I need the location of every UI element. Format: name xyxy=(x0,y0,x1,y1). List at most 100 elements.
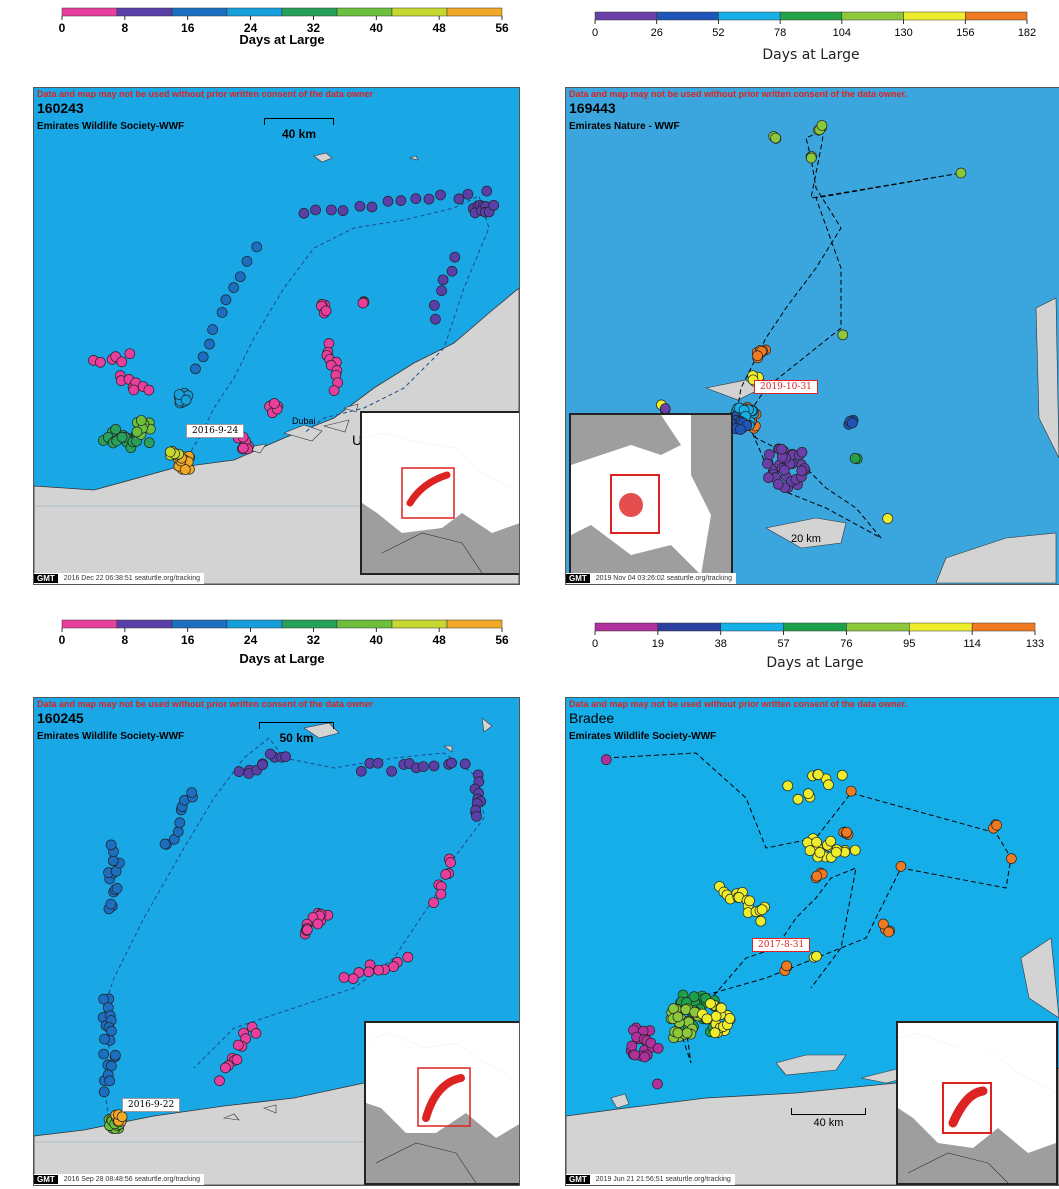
map-panel-bradee[interactable]: Data and map may not be used without pri… xyxy=(565,697,1059,1186)
inset-map xyxy=(896,1021,1058,1185)
colorbar-tick-label: 56 xyxy=(495,633,509,647)
location-marker xyxy=(174,817,186,829)
location-marker xyxy=(802,788,814,799)
location-marker xyxy=(436,285,447,297)
location-marker xyxy=(417,761,429,772)
location-marker xyxy=(250,1028,262,1039)
colorbar-tick-label: 0 xyxy=(592,27,598,39)
colorbar-segment xyxy=(783,622,847,632)
colorbar-segment xyxy=(336,619,393,629)
location-marker xyxy=(681,1027,693,1039)
location-marker xyxy=(110,424,122,435)
scale-label: 20 km xyxy=(791,533,821,545)
scale-bar: 40 km xyxy=(264,118,334,141)
location-marker xyxy=(652,1078,663,1090)
colorbar-segment xyxy=(61,7,118,17)
colorbar-tick-label: 104 xyxy=(833,27,851,39)
colorbar-tick-label: 19 xyxy=(652,638,664,650)
colorbar-segment xyxy=(720,622,784,632)
location-marker xyxy=(811,836,822,848)
colorbar-segment xyxy=(594,11,657,21)
location-marker xyxy=(429,299,440,311)
colorbar-segment xyxy=(281,619,338,629)
location-marker xyxy=(106,1025,117,1037)
date-label: 2019-10-31 xyxy=(754,380,818,394)
scale-label: 40 km xyxy=(813,1117,844,1129)
colorbar-tick-label: 32 xyxy=(307,633,321,647)
location-marker xyxy=(762,458,773,469)
map-panel-160243[interactable]: Data and map may not be used without pri… xyxy=(33,87,520,585)
colorbar-tick-label: 8 xyxy=(122,21,129,35)
colorbar-tick-label: 0 xyxy=(59,633,66,647)
colorbar-segment xyxy=(657,622,721,632)
location-marker xyxy=(782,780,794,792)
colorbar-segment xyxy=(171,7,228,17)
data-disclaimer: Data and map may not be used without pri… xyxy=(37,699,374,709)
location-marker xyxy=(320,305,332,317)
location-marker xyxy=(705,998,716,1009)
location-marker xyxy=(347,973,359,984)
colorbar-segment xyxy=(61,619,118,629)
colorbar-tick-label: 0 xyxy=(59,21,66,35)
scale-bar: 40 km xyxy=(791,1108,866,1129)
colorbar-segment xyxy=(656,11,719,21)
location-marker xyxy=(280,751,291,763)
location-marker xyxy=(135,415,147,426)
location-marker xyxy=(232,1039,244,1051)
location-marker xyxy=(847,417,858,429)
data-owner: Emirates Wildlife Society-WWF xyxy=(37,731,185,742)
location-marker xyxy=(437,274,449,286)
date-label: 2016-9-24 xyxy=(186,424,245,438)
location-marker xyxy=(220,294,232,306)
location-marker xyxy=(301,924,313,936)
colorbar-segment xyxy=(903,11,966,21)
location-marker xyxy=(805,152,817,164)
location-marker xyxy=(645,1037,657,1049)
location-marker xyxy=(186,787,198,798)
location-marker xyxy=(312,918,324,930)
location-marker xyxy=(337,205,349,217)
map-169443[interactable] xyxy=(566,88,1059,584)
location-marker xyxy=(445,857,456,868)
location-marker xyxy=(639,1051,651,1063)
location-marker xyxy=(107,855,119,866)
location-marker xyxy=(626,1040,638,1052)
data-owner: Emirates Nature - WWF xyxy=(569,121,680,132)
footer-text: 2019 Nov 04 03:26:02 seaturtle.org/track… xyxy=(595,575,732,582)
location-marker xyxy=(724,1013,736,1024)
location-marker xyxy=(228,282,240,293)
location-marker xyxy=(357,297,369,309)
colorbar-tick-label: 133 xyxy=(1026,638,1044,650)
location-marker xyxy=(143,384,155,396)
location-marker xyxy=(207,324,218,335)
scale-bar: 50 km xyxy=(259,722,334,745)
location-marker xyxy=(190,363,201,375)
location-marker xyxy=(310,204,321,216)
location-marker xyxy=(955,167,967,179)
location-marker xyxy=(453,193,465,205)
map-footer: GMT 2019 Nov 04 03:26:02 seaturtle.org/t… xyxy=(566,573,736,584)
colorbar-tick-label: 76 xyxy=(840,638,852,650)
location-marker xyxy=(428,897,439,909)
location-marker xyxy=(116,356,128,368)
location-marker xyxy=(204,338,215,350)
location-marker xyxy=(143,437,155,449)
colorbar-tick-label: 114 xyxy=(963,638,981,650)
location-marker xyxy=(388,961,399,972)
location-marker xyxy=(776,443,787,455)
location-marker xyxy=(837,329,849,341)
data-disclaimer: Data and map may not be used without pri… xyxy=(37,89,374,99)
location-marker xyxy=(241,255,253,267)
map-panel-169443[interactable]: Data and map may not be used without pri… xyxy=(565,87,1059,585)
map-panel-160245[interactable]: Data and map may not be used without pri… xyxy=(33,697,520,1186)
tag-id: Bradee xyxy=(569,710,615,726)
location-marker xyxy=(752,350,763,362)
location-marker xyxy=(991,819,1003,831)
location-marker xyxy=(836,769,848,781)
location-marker xyxy=(744,895,755,907)
colorbar-tick-label: 38 xyxy=(715,638,727,650)
colorbar-tick-label: 0 xyxy=(592,638,598,650)
colorbar-title-4: Days at Large xyxy=(766,655,864,671)
map-footer: GMT 2016 Dec 22 06:38:51 seaturtle.org/t… xyxy=(34,573,204,584)
